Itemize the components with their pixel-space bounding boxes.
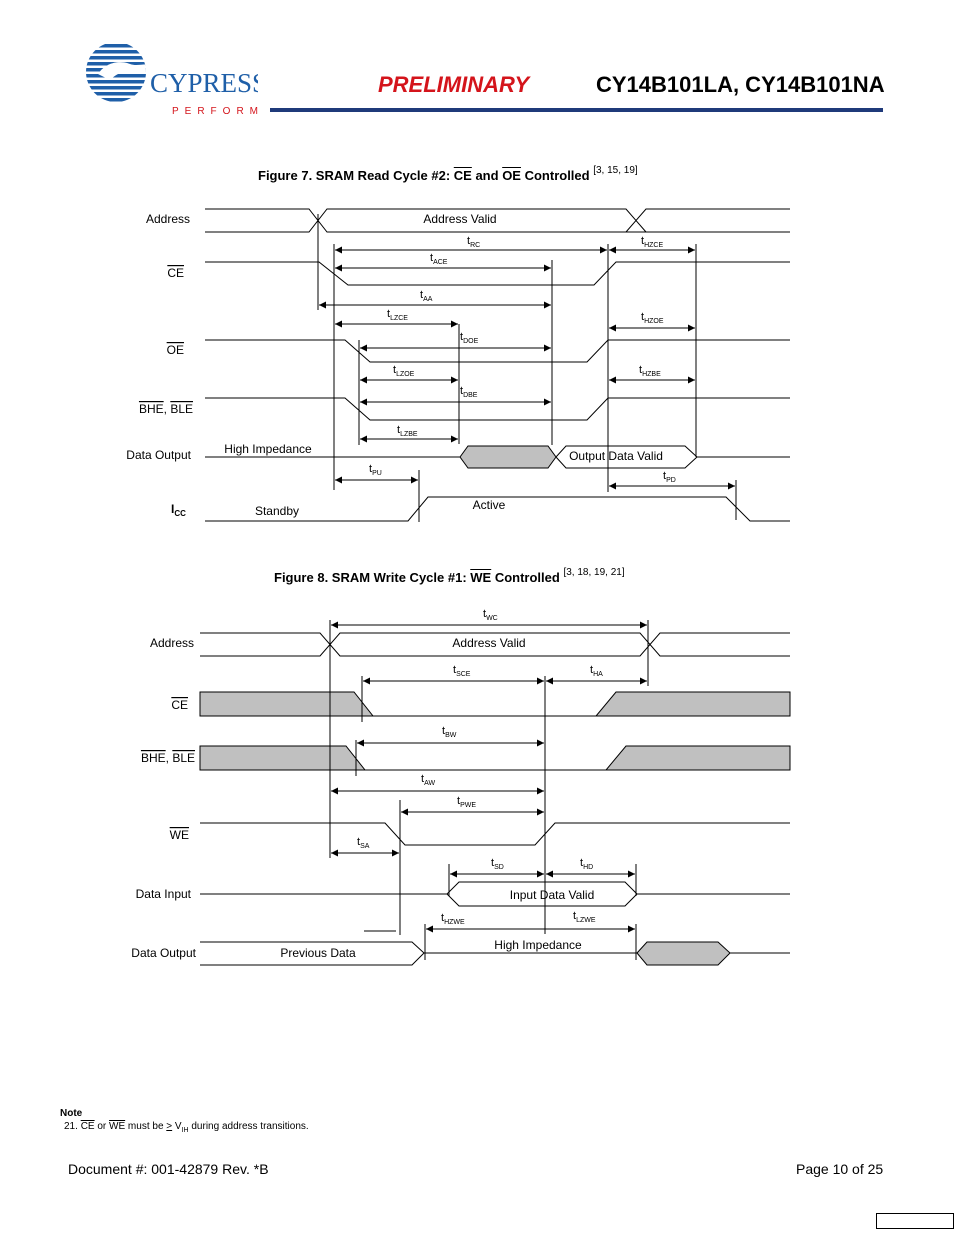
f7-icc-waveform xyxy=(205,496,790,522)
f8-t-sd: tSD xyxy=(491,857,504,871)
figure7-title: Figure 7. SRAM Read Cycle #2: CE and OE … xyxy=(258,165,638,183)
figure7-timing-diagram: Address CE OE BHE, BLE Data Output ICC A… xyxy=(126,208,790,522)
f8-t-hd: tHD xyxy=(580,857,593,871)
f7-reference-lines xyxy=(317,214,737,522)
f7-active: Active xyxy=(473,498,506,512)
f7-ce-waveform xyxy=(205,261,790,286)
figure8-title: Figure 8. SRAM Write Cycle #1: WE Contro… xyxy=(274,567,625,585)
f8-we-waveform xyxy=(200,822,790,846)
f8-label-bhe-ble: BHE, BLE xyxy=(141,751,195,765)
f8-t-bw: tBW xyxy=(442,725,457,739)
figure8-timing-diagram: Address CE BHE, BLE WE Data Input Data O… xyxy=(131,608,791,966)
f7-data-output-waveform xyxy=(205,445,790,469)
svg-text:CYPRESS: CYPRESS xyxy=(150,68,258,98)
f8-shaded-regions xyxy=(199,691,791,966)
f7-label-oe: OE xyxy=(167,343,184,357)
f8-label-data-input: Data Input xyxy=(136,887,192,901)
f7-standby: Standby xyxy=(255,504,299,518)
f7-label-address: Address xyxy=(146,212,190,226)
f7-label-icc: ICC xyxy=(171,502,186,518)
header-rule xyxy=(270,108,883,112)
f7-label-bhe-ble: BHE, BLE xyxy=(139,402,193,416)
cypress-logo: CYPRESS PERFORM xyxy=(86,42,258,117)
f7-address-valid: Address Valid xyxy=(423,212,496,226)
f7-transition-region xyxy=(459,445,557,469)
globe-icon xyxy=(86,42,146,102)
svg-text:PERFORM: PERFORM xyxy=(172,106,258,117)
f8-t-wc: tWC xyxy=(483,608,498,622)
f7-label-data-output: Data Output xyxy=(126,448,191,462)
document-number: Document #: 001-42879 Rev. *B xyxy=(68,1161,269,1177)
f8-timing-arrows xyxy=(331,621,647,933)
f7-label-ce: CE xyxy=(167,266,184,280)
f7-timing-arrows xyxy=(319,246,735,490)
f8-data-output-waveform xyxy=(200,941,790,966)
note-21: 21. CE or WE must be > VIH during addres… xyxy=(64,1121,309,1134)
f7-output-data-valid: Output Data Valid xyxy=(569,449,663,463)
f8-t-aw: tAW xyxy=(421,773,435,787)
feedback-box[interactable] xyxy=(876,1213,954,1229)
f8-high-impedance: High Impedance xyxy=(494,938,582,952)
f8-t-pwe: tPWE xyxy=(457,795,476,809)
f8-t-sa: tSA xyxy=(357,836,370,850)
f8-t-hzwe: tHZWE xyxy=(441,912,465,926)
f8-label-we: WE xyxy=(170,828,189,842)
f7-oe-waveform xyxy=(205,339,790,363)
f8-t-lzwe: tLZWE xyxy=(573,910,596,924)
preliminary-label: PRELIMINARY xyxy=(378,72,530,97)
f8-label-ce: CE xyxy=(171,698,188,712)
f8-data-input-waveform xyxy=(200,881,790,907)
f7-high-impedance: High Impedance xyxy=(224,442,312,456)
f8-t-ha: tHA xyxy=(590,664,603,678)
page-number: Page 10 of 25 xyxy=(796,1161,884,1177)
f8-input-data-valid: Input Data Valid xyxy=(510,888,595,902)
part-numbers-title: CY14B101LA, CY14B101NA xyxy=(596,72,885,97)
note-heading: Note xyxy=(60,1108,83,1119)
f8-t-sce: tSCE xyxy=(453,664,471,678)
f8-previous-data: Previous Data xyxy=(280,946,356,960)
f8-address-valid: Address Valid xyxy=(452,636,525,650)
f8-reference-lines xyxy=(329,620,649,960)
f8-address-waveform xyxy=(200,632,790,657)
f8-label-data-output: Data Output xyxy=(131,946,196,960)
f8-label-address: Address xyxy=(150,636,194,650)
f7-bhe-ble-waveform xyxy=(205,397,790,421)
